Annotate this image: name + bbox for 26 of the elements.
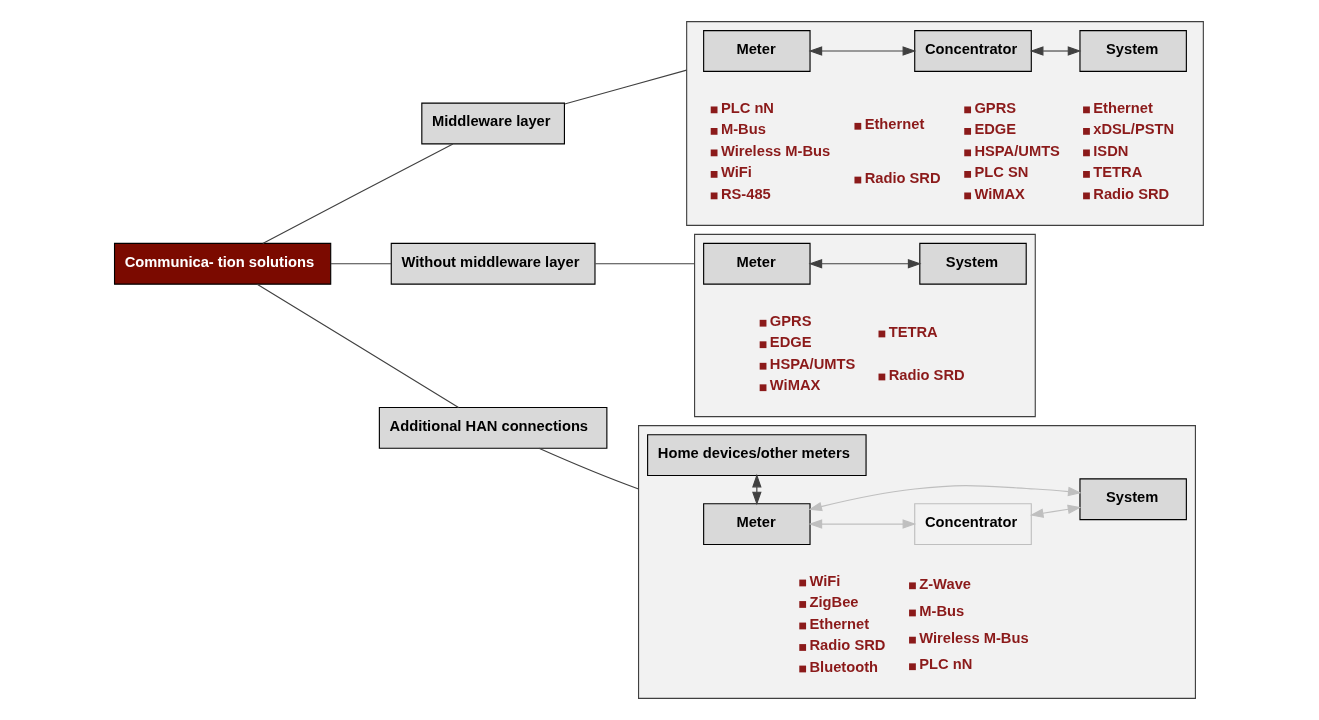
arrow xyxy=(808,259,922,269)
arrow xyxy=(752,473,762,506)
connector xyxy=(594,263,696,265)
connector xyxy=(538,447,640,490)
node-box: System xyxy=(1079,478,1187,521)
node-box: Meter xyxy=(703,503,811,546)
node-box: System xyxy=(919,242,1027,285)
node-box: Meter xyxy=(703,242,811,285)
connector xyxy=(330,263,392,265)
node-box: Meter xyxy=(703,30,811,72)
connector xyxy=(564,69,688,105)
node-box: Home devices/other meters xyxy=(647,434,867,476)
node-box: Communica- tion solutions xyxy=(113,242,332,285)
node-box: Additional HAN connections xyxy=(378,406,608,449)
node-box: System xyxy=(1079,30,1187,72)
node-box: Concentrator xyxy=(914,30,1032,72)
arrow xyxy=(808,519,917,529)
node-box: Middleware layer xyxy=(421,102,565,145)
node-box: Concentrator xyxy=(914,503,1032,546)
node-box: Without middleware layer xyxy=(390,242,596,285)
connector xyxy=(262,143,454,244)
arrow xyxy=(808,46,917,56)
connector xyxy=(256,283,460,409)
arrow xyxy=(808,485,1082,512)
arrow xyxy=(1029,46,1082,56)
arrow xyxy=(1029,504,1082,518)
